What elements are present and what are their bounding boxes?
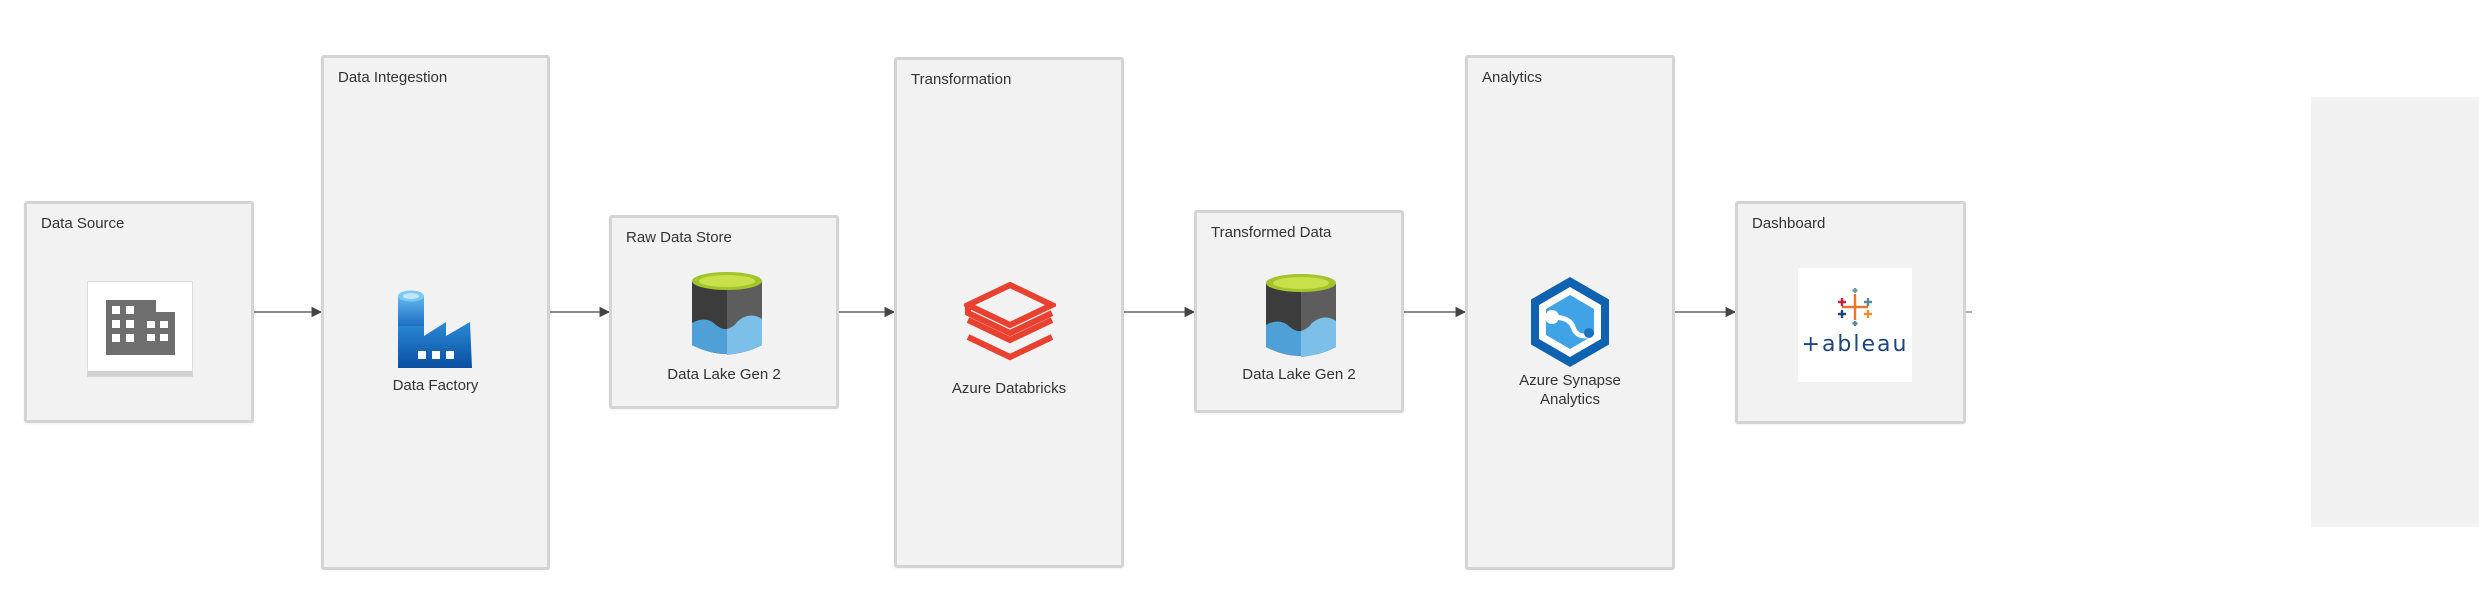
blank-side-panel	[2311, 97, 2479, 527]
transformation-box[interactable]: Transformation Azure Databricks	[894, 57, 1124, 568]
tableau-wordmark: +ableau	[1801, 332, 1909, 357]
analytics-box[interactable]: Analytics Azure Synapse Analytics	[1465, 55, 1675, 570]
azure-databricks-icon	[961, 281, 1059, 369]
raw-data-store-box[interactable]: Raw Data Store Data Lake Gen 2	[609, 215, 839, 409]
transformation-caption: Azure Databricks	[951, 380, 1067, 397]
data-source-box[interactable]: Data Source	[24, 201, 254, 423]
analytics-caption-line2: Analytics	[1539, 391, 1601, 408]
transformation-title: Transformation	[911, 71, 1012, 88]
data-ingestion-caption: Data Factory	[392, 377, 479, 394]
tableau-logo: +ableau	[1798, 268, 1912, 382]
building-icon	[87, 281, 193, 382]
raw-data-store-caption: Data Lake Gen 2	[667, 366, 781, 383]
raw-data-store-title: Raw Data Store	[626, 229, 732, 246]
data-ingestion-title: Data Integestion	[338, 69, 448, 86]
transformed-data-title: Transformed Data	[1211, 224, 1332, 241]
data-source-title: Data Source	[41, 215, 125, 232]
analytics-title: Analytics	[1482, 69, 1543, 86]
data-ingestion-box[interactable]: Data Integestion	[321, 55, 550, 570]
dashboard-title: Dashboard	[1752, 215, 1826, 232]
azure-synapse-icon	[1521, 273, 1619, 376]
dashboard-box[interactable]: Dashboard	[1735, 201, 1966, 424]
transformed-data-caption: Data Lake Gen 2	[1242, 366, 1356, 383]
azure-data-factory-icon	[394, 288, 479, 375]
azure-data-lake-icon	[690, 271, 764, 362]
azure-data-lake-icon	[1264, 273, 1338, 364]
transformed-data-box[interactable]: Transformed Data Data Lake Gen 2	[1194, 210, 1404, 413]
analytics-caption-line1: Azure Synapse	[1519, 372, 1621, 389]
